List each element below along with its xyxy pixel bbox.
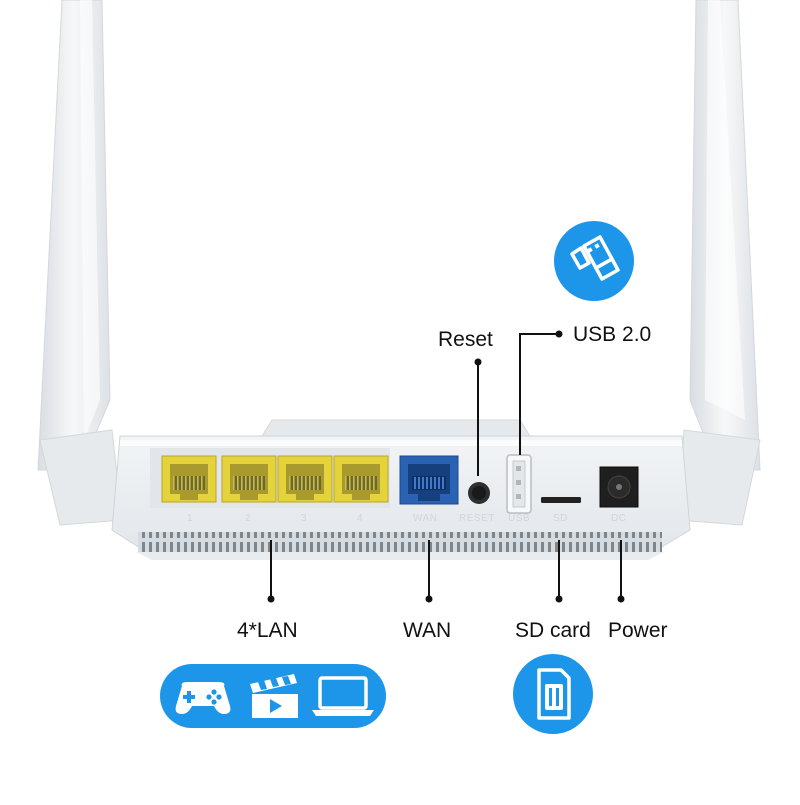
clapperboard-icon [250, 674, 298, 718]
callout-leaders [267, 330, 625, 603]
lan-2-port-label: 2 [245, 513, 252, 524]
sim-card-icon [537, 668, 571, 720]
dc-jack [599, 466, 639, 508]
usb-leader-dot [555, 330, 563, 338]
left-antenna [37, 0, 123, 526]
gamepad-icon [175, 682, 231, 714]
lan-port-3 [277, 455, 333, 503]
power-callout: Power [608, 619, 668, 642]
lan-port-2 [221, 455, 277, 503]
sd-port-label: SD [553, 513, 568, 524]
usb-badge [554, 221, 634, 301]
usb-leader [519, 333, 558, 455]
lan-port-1 [161, 455, 217, 503]
usb-port [506, 454, 532, 514]
wan-port [399, 455, 459, 505]
wan-callout: WAN [403, 619, 452, 642]
lan-4-port-label: 4 [357, 513, 364, 524]
laptop-icon [312, 676, 374, 716]
sd-leader-dot [555, 595, 563, 603]
sd-card-badge [513, 654, 593, 734]
lan-port-4 [333, 455, 389, 503]
wan-leader-dot [425, 595, 433, 603]
reset-leader-dot [474, 358, 482, 366]
lan-1-port-label: 1 [187, 513, 194, 524]
sd-slot [541, 497, 581, 503]
reset-port-label: RESET [459, 513, 495, 524]
right-antenna [677, 0, 761, 526]
usb-callout: USB 2.0 [573, 323, 652, 346]
lan-leader-dot [267, 595, 275, 603]
lan-3-port-label: 3 [301, 513, 308, 524]
lan-ports [161, 455, 389, 503]
reset-hole [468, 482, 490, 504]
power-leader-dot [617, 595, 625, 603]
usb-port-label: USB [508, 513, 531, 524]
sd-card-callout: SD card [515, 619, 591, 642]
lan-callout: 4*LAN [237, 619, 298, 642]
reset-callout: Reset [438, 328, 493, 351]
wan-port-label: WAN [413, 513, 438, 524]
dc-port-label: DC [611, 513, 627, 524]
features-pill [160, 664, 386, 728]
usb-drive-icon [570, 235, 620, 281]
